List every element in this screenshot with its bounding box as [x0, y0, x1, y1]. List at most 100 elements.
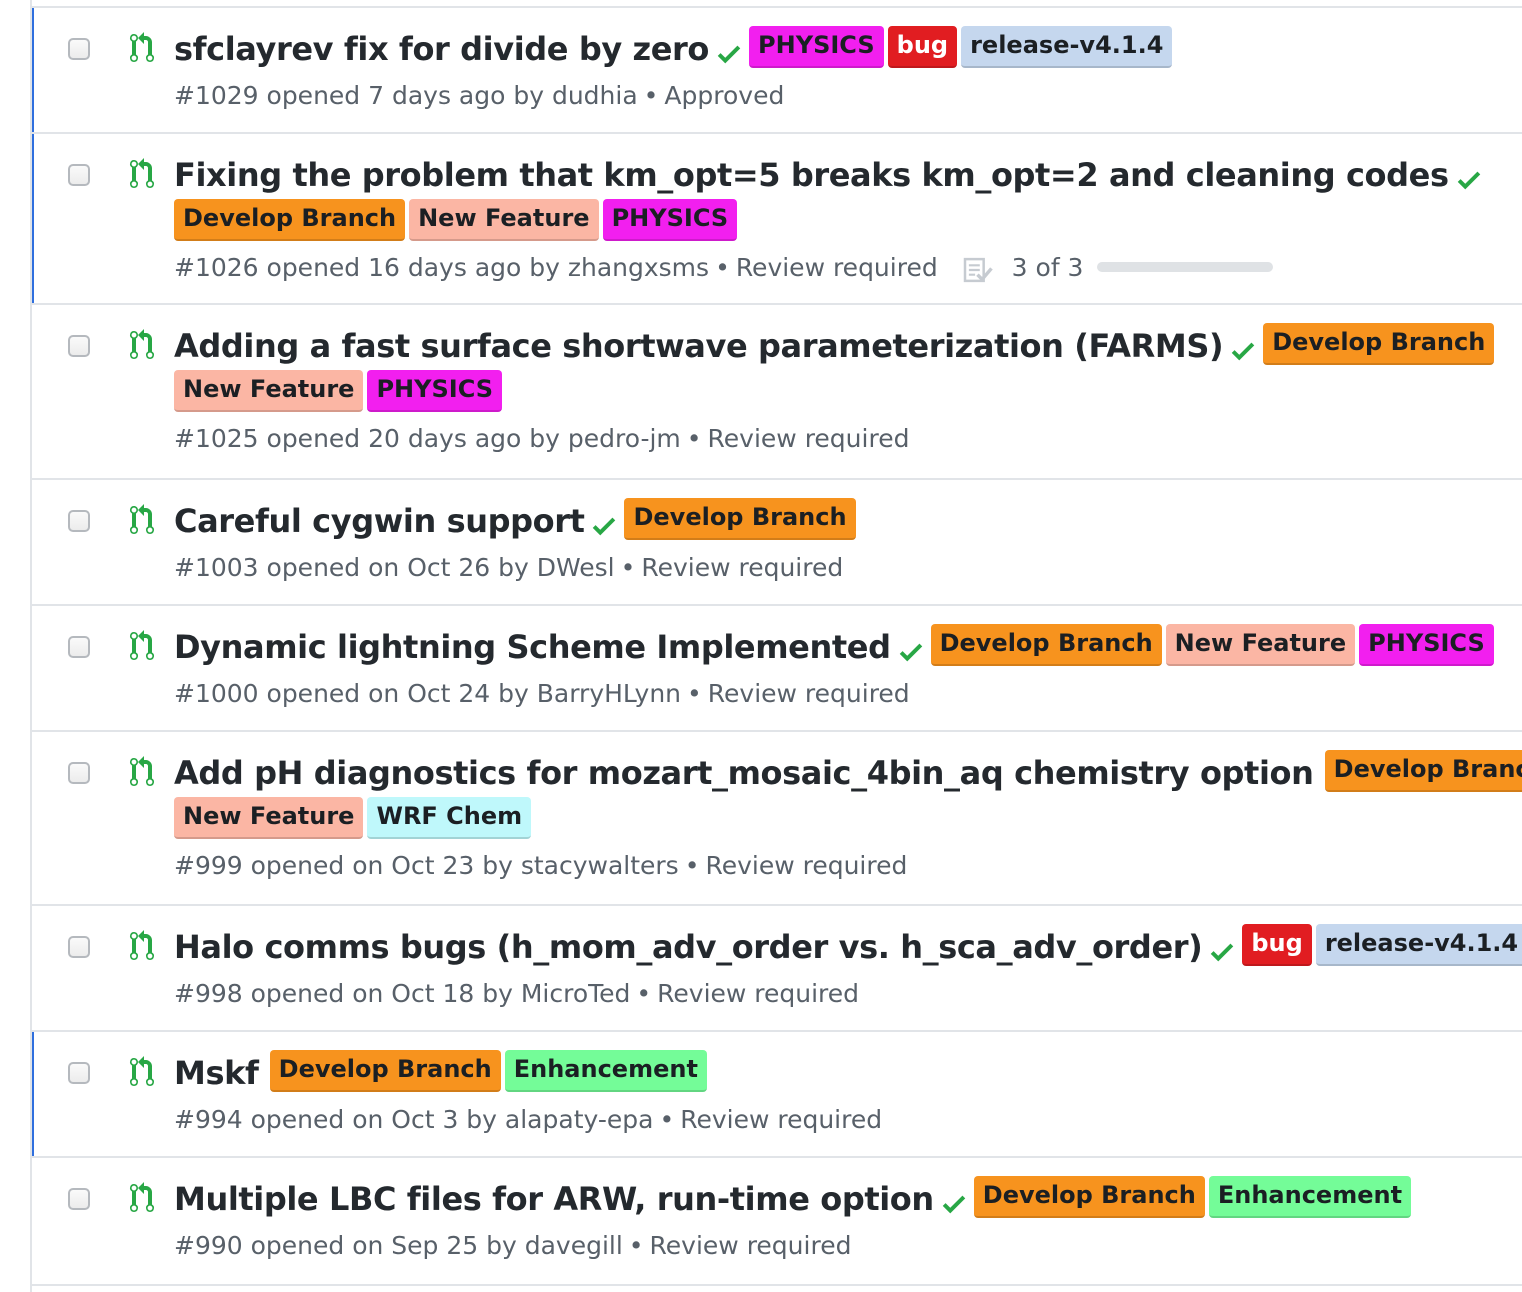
label-new-feature[interactable]: New Feature [174, 796, 364, 839]
select-checkbox[interactable] [68, 164, 90, 186]
list-top-border [32, 0, 1522, 8]
review-status[interactable]: Review required [641, 553, 844, 582]
review-status[interactable]: Review required [649, 1231, 852, 1260]
check-icon[interactable] [715, 35, 743, 64]
task-progress: 3 of 3 [962, 244, 1274, 292]
label-develop-branch[interactable]: Develop Branch [1263, 323, 1495, 365]
title-line: Add pH diagnostics for mozart_mosaic_4bi… [174, 750, 1522, 796]
pull-request-title[interactable]: sfclayrev fix for divide by zero [174, 30, 710, 68]
pull-request-content: Adding a fast surface shortwave paramete… [174, 323, 1504, 463]
select-checkbox[interactable] [68, 1188, 90, 1210]
pull-request-row: Dynamic lightning Scheme Implemented Deve… [32, 606, 1522, 732]
separator-dot: • [628, 1231, 644, 1260]
pull-request-row: Multiple LBC files for ARW, run-time opt… [32, 1158, 1522, 1286]
label-develop-branch[interactable]: Develop Branch [930, 624, 1162, 666]
checklist-icon [962, 252, 996, 283]
label-physics[interactable]: PHYSICS [1359, 624, 1494, 666]
label-develop-branch[interactable]: Develop Branch [624, 498, 856, 540]
label-enhancement[interactable]: Enhancement [1208, 1176, 1412, 1218]
review-status[interactable]: Review required [680, 1105, 883, 1134]
label-new-feature[interactable]: New Feature [409, 198, 599, 241]
opened-info[interactable]: #998 opened on Oct 18 by MicroTed [174, 979, 631, 1008]
pull-request-title[interactable]: Adding a fast surface shortwave paramete… [174, 327, 1224, 365]
select-checkbox[interactable] [68, 510, 90, 532]
pull-request-meta: #1026 opened 16 days ago by zhangxsms•Re… [174, 244, 1504, 292]
select-checkbox[interactable] [68, 762, 90, 784]
opened-info[interactable]: #1029 opened 7 days ago by dudhia [174, 81, 638, 110]
label-physics[interactable]: PHYSICS [367, 369, 503, 412]
opened-info[interactable]: #990 opened on Sep 25 by davegill [174, 1231, 623, 1260]
separator-dot: • [686, 424, 702, 453]
label-bug[interactable]: bug [887, 26, 958, 68]
title-line: Multiple LBC files for ARW, run-time opt… [174, 1176, 1504, 1222]
pull-request-meta: #1000 opened on Oct 24 by BarryHLynn•Rev… [174, 670, 1504, 718]
pull-request-title[interactable]: Halo comms bugs (h_mom_adv_order vs. h_s… [174, 928, 1203, 966]
label-develop-branch[interactable]: Develop Branch [269, 1050, 501, 1092]
label-wrf-chem[interactable]: WRF Chem [367, 796, 532, 839]
select-checkbox[interactable] [68, 335, 90, 357]
separator-dot: • [684, 851, 700, 880]
review-status[interactable]: Review required [735, 253, 938, 282]
pull-request-meta: #999 opened on Oct 23 by stacywalters•Re… [174, 842, 1504, 890]
label-physics[interactable]: PHYSICS [602, 198, 738, 241]
opened-info[interactable]: #1000 opened on Oct 24 by BarryHLynn [174, 679, 682, 708]
check-icon[interactable] [1208, 933, 1236, 962]
pull-request-title[interactable]: Multiple LBC files for ARW, run-time opt… [174, 1180, 934, 1218]
select-checkbox[interactable] [68, 38, 90, 60]
opened-info[interactable]: #1025 opened 20 days ago by pedro-jm [174, 424, 681, 453]
opened-info[interactable]: #994 opened on Oct 3 by alapaty-epa [174, 1105, 654, 1134]
label-develop-branch[interactable]: Develop Branch [1324, 750, 1522, 792]
title-line: Adding a fast surface shortwave paramete… [174, 323, 1504, 369]
pull-request-title[interactable]: Dynamic lightning Scheme Implemented [174, 628, 891, 666]
review-status[interactable]: Review required [707, 424, 910, 453]
pull-request-title[interactable]: Add pH diagnostics for mozart_mosaic_4bi… [174, 754, 1314, 792]
label-physics[interactable]: PHYSICS [749, 26, 884, 68]
separator-dot: • [659, 1105, 675, 1134]
pull-request-title[interactable]: Mskf [174, 1054, 259, 1092]
pull-request-icon [128, 930, 156, 960]
pull-request-icon [128, 504, 156, 534]
opened-info[interactable]: #999 opened on Oct 23 by stacywalters [174, 851, 679, 880]
select-checkbox[interactable] [68, 1062, 90, 1084]
pull-request-icon [128, 756, 156, 786]
label-bug[interactable]: bug [1242, 924, 1312, 966]
opened-info[interactable]: #1026 opened 16 days ago by zhangxsms [174, 253, 710, 282]
opened-info[interactable]: #1003 opened on Oct 26 by DWesl [174, 553, 615, 582]
review-status[interactable]: Review required [657, 979, 860, 1008]
separator-dot: • [715, 253, 730, 282]
pull-request-title[interactable]: Careful cygwin support [174, 502, 585, 540]
separator-dot: • [687, 679, 702, 708]
pull-request-content: Halo comms bugs (h_mom_adv_order vs. h_s… [174, 924, 1522, 1018]
label-develop-branch[interactable]: Develop Branch [973, 1176, 1205, 1218]
review-status[interactable]: Review required [705, 851, 908, 880]
check-icon[interactable] [940, 1185, 968, 1214]
pull-request-title[interactable]: Fixing the problem that km_opt=5 breaks … [174, 156, 1449, 194]
pull-request-meta: #998 opened on Oct 18 by MicroTed•Review… [174, 970, 1504, 1018]
check-icon[interactable] [1229, 332, 1257, 361]
check-icon[interactable] [897, 633, 925, 662]
label-release-v4-1-4[interactable]: release-v4.1.4 [961, 26, 1173, 68]
check-icon[interactable] [1455, 161, 1483, 190]
pull-request-row: Add pH diagnostics for mozart_mosaic_4bi… [32, 732, 1522, 906]
review-status[interactable]: Review required [707, 679, 910, 708]
label-enhancement[interactable]: Enhancement [504, 1050, 707, 1092]
label-develop-branch[interactable]: Develop Branch [174, 198, 406, 241]
select-checkbox[interactable] [68, 936, 90, 958]
review-status[interactable]: Approved [664, 81, 785, 110]
check-icon[interactable] [590, 507, 618, 536]
pull-request-row: Adding a fast surface shortwave paramete… [32, 305, 1522, 480]
pull-request-row: Fixing the problem that km_opt=5 breaks … [32, 134, 1522, 305]
pull-request-content: Careful cygwin support Develop Branch #100… [174, 498, 1504, 592]
label-new-feature[interactable]: New Feature [1165, 624, 1356, 666]
pull-request-content: Multiple LBC files for ARW, run-time opt… [174, 1176, 1504, 1270]
pull-request-meta: #1029 opened 7 days ago by dudhia•Approv… [174, 72, 1504, 120]
label-release-v4-1-4[interactable]: release-v4.1.4 [1315, 924, 1522, 966]
select-checkbox[interactable] [68, 636, 90, 658]
label-new-feature[interactable]: New Feature [174, 369, 364, 412]
pull-request-meta: #994 opened on Oct 3 by alapaty-epa•Revi… [174, 1096, 1504, 1144]
